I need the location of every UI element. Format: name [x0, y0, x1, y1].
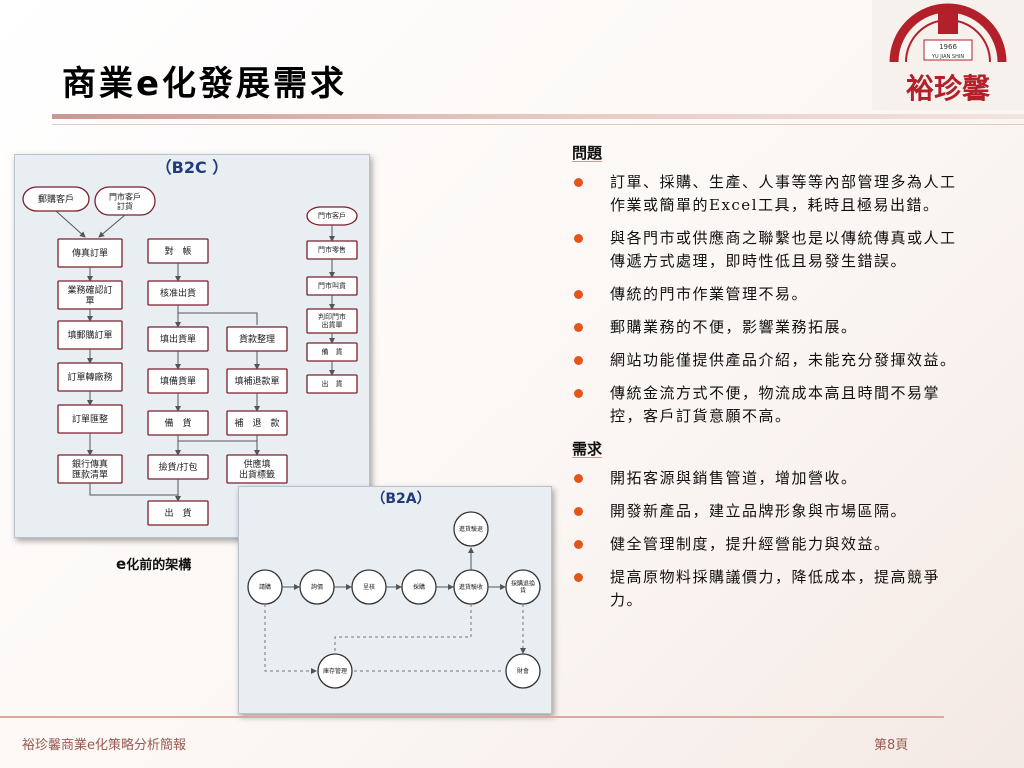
list-item: 開發新產品，建立品牌形象與市場區隔。	[570, 500, 970, 523]
list-item: 與各門市或供應商之聯繫也是以傳統傳真或人工傳遞方式處理，即時性低且易發生錯誤。	[570, 227, 970, 273]
list-item-text: 開拓客源與銷售管道，增加營收。	[610, 469, 858, 487]
node-label: 庫存管理	[323, 667, 347, 675]
bullet-icon	[574, 573, 583, 582]
node-label: 貨款整理	[239, 333, 275, 345]
flow-node	[505, 653, 541, 689]
node-label: 詢價	[311, 583, 323, 591]
node-label: 對 帳	[164, 245, 191, 257]
bullet-icon	[574, 540, 583, 549]
bullet-icon	[574, 290, 583, 299]
node-label: 備 貨	[322, 347, 343, 356]
node-label: 郵購客戶	[38, 193, 74, 205]
problems-heading: 問題	[572, 144, 603, 162]
logo-romanized: YU JIAN SHIN	[931, 54, 964, 60]
company-logo: 1966 YU JIAN SHIN 裕珍馨	[872, 0, 1024, 110]
node-label: 進貨驗退	[459, 525, 483, 533]
logo-name: 裕珍馨	[906, 72, 991, 105]
b2c-heading: （B2C ）	[156, 158, 229, 177]
node-label: 採購退換貨	[511, 579, 535, 594]
node-label: 門市客戶訂貨	[109, 191, 141, 210]
title-divider-thin	[52, 124, 1024, 125]
list-item: 傳統金流方式不便，物流成本高且時間不易掌控，客戶訂貨意願不高。	[570, 382, 970, 428]
page-number: 第8頁	[874, 738, 909, 753]
bullet-icon	[574, 507, 583, 516]
problems-list: 訂單、採購、生產、人事等等內部管理多為人工作業或簡單的Excel工具，耗時且極易…	[570, 171, 970, 428]
node-label: 業務確認訂單	[67, 284, 112, 306]
node-label: 門市零售	[318, 245, 346, 254]
flow-connector	[334, 604, 472, 652]
node-label: 請購	[259, 583, 271, 591]
node-label: 財會	[517, 667, 529, 675]
list-item-text: 傳統金流方式不便，物流成本高且時間不易掌控，客戶訂貨意願不高。	[610, 384, 941, 425]
title-divider	[52, 114, 1024, 119]
list-item-text: 開發新產品，建立品牌形象與市場區隔。	[610, 502, 908, 520]
list-item: 提高原物料採購議價力，降低成本，提高競爭力。	[570, 566, 970, 612]
bullet-icon	[574, 356, 583, 365]
bullet-icon	[574, 389, 583, 398]
flow-arrow	[55, 210, 86, 238]
bullet-icon	[574, 323, 583, 332]
node-label: 訂單轉廠務	[67, 371, 112, 383]
needs-list: 開拓客源與銷售管道，增加營收。開發新產品，建立品牌形象與市場區隔。健全管理制度，…	[570, 467, 970, 612]
list-item-text: 網站功能僅提供產品介紹，未能充分發揮效益。	[610, 351, 957, 369]
node-label: 銀行傳真匯款清單	[72, 458, 108, 480]
node-label: 出 貨	[164, 507, 191, 519]
b2a-heading: （B2A）	[371, 491, 430, 507]
b2c-flow-diagram: （B2C ） 郵購客戶 門市客戶訂貨傳真訂單業務確認訂單填郵購訂單訂單轉廠務訂單匯整…	[14, 154, 370, 538]
list-item-text: 訂單、採購、生產、人事等等內部管理多為人工作業或簡單的Excel工具，耗時且極易…	[610, 173, 957, 214]
bullet-icon	[574, 234, 583, 243]
list-item-text: 傳統的門市作業管理不易。	[610, 285, 809, 303]
needs-heading: 需求	[572, 440, 603, 458]
logo-year: 1966	[939, 43, 957, 51]
node-label: 判印門市出貨單	[318, 312, 346, 329]
list-item: 訂單、採購、生產、人事等等內部管理多為人工作業或簡單的Excel工具，耗時且極易…	[570, 171, 970, 217]
flow-node	[317, 653, 353, 689]
diagram-caption: e化前的架構	[116, 555, 192, 573]
footer-title: 裕珍馨商業e化策略分析簡報	[22, 738, 186, 753]
flow-connector	[178, 440, 258, 453]
node-label: 核准出貨	[160, 287, 196, 299]
flow-connector	[89, 483, 178, 496]
list-item-text: 郵購業務的不便，影響業務拓展。	[610, 318, 858, 336]
bullet-icon	[574, 178, 583, 187]
node-label: 撿貨/打包	[158, 461, 197, 473]
page-title: 商業e化發展需求	[62, 64, 348, 104]
list-item: 網站功能僅提供產品介紹，未能充分發揮效益。	[570, 349, 970, 372]
list-item: 傳統的門市作業管理不易。	[570, 283, 970, 306]
list-item-text: 與各門市或供應商之聯繫也是以傳統傳真或人工傳遞方式處理，即時性低且易發生錯誤。	[610, 229, 957, 270]
content-column: 問題 訂單、採購、生產、人事等等內部管理多為人工作業或簡單的Excel工具，耗時…	[570, 142, 970, 622]
node-label: 供應填出貨標籤	[239, 458, 275, 480]
node-label: 採購	[413, 583, 425, 591]
node-label: 補 退 款	[234, 417, 279, 429]
node-label: 填出貨單	[160, 333, 196, 345]
node-label: 呈核	[363, 583, 375, 591]
node-label: 填補退款單	[234, 375, 279, 387]
node-label: 進貨驗收	[459, 583, 483, 591]
flow-connector	[178, 312, 258, 325]
node-label: 門市客戶	[318, 211, 346, 220]
footer-divider	[0, 716, 944, 718]
flow-node	[453, 511, 489, 547]
list-item-text: 提高原物料採購議價力，降低成本，提高競爭力。	[610, 568, 941, 609]
node-label: 傳真訂單	[72, 247, 108, 259]
bullet-icon	[574, 474, 583, 483]
node-label: 填郵購訂單	[67, 329, 112, 341]
list-item: 健全管理制度，提升經營能力與效益。	[570, 533, 970, 556]
node-label: 訂單匯整	[72, 413, 108, 425]
b2a-flow-diagram: （B2A） 請購 詢價 呈核 採購 進貨驗收 採購退換貨 進貨驗退庫存管理 財會	[238, 486, 552, 714]
node-label: 填備貨單	[160, 375, 196, 387]
node-label: 門市叫貨	[318, 281, 346, 290]
list-item: 郵購業務的不便，影響業務拓展。	[570, 316, 970, 339]
list-item-text: 健全管理制度，提升經營能力與效益。	[610, 535, 891, 553]
list-item: 開拓客源與銷售管道，增加營收。	[570, 467, 970, 490]
node-label: 出 貨	[322, 379, 343, 388]
flow-connector	[264, 604, 317, 674]
flow-arrow	[98, 214, 126, 238]
node-label: 備 貨	[164, 417, 191, 429]
